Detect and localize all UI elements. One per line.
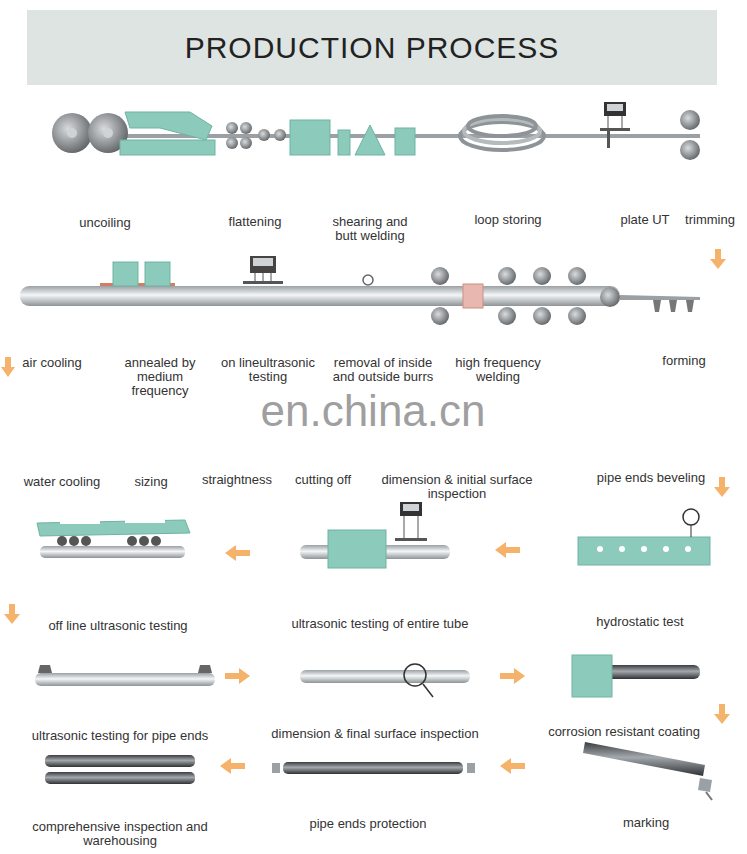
label-slot: annealed by medium frequency: [107, 356, 213, 398]
label-slot: straightness: [192, 473, 282, 487]
step-label: high frequency welding: [446, 356, 550, 384]
row-three-machines: [37, 502, 710, 568]
label-slot: plate UT: [613, 213, 677, 227]
label-slot: ultrasonic testing for pipe ends: [13, 729, 228, 743]
step-label: straightness: [192, 473, 282, 487]
label-slot: en.china.cn: [193, 386, 553, 436]
label-slot: forming: [644, 354, 724, 368]
step-label: uncoiling: [60, 216, 150, 230]
step-label: ultrasonic testing of entire tube: [270, 617, 490, 631]
step-label: comprehensive inspection and warehousing: [28, 820, 213, 848]
row-five-finishing: [45, 742, 712, 800]
step-label: on lineultrasonic testing: [214, 356, 322, 384]
label-slot: ultrasonic testing of entire tube: [270, 617, 490, 631]
step-label: shearing and butt welding: [320, 215, 420, 243]
step-label: cutting off: [283, 473, 363, 487]
label-slot: high frequency welding: [446, 356, 550, 384]
label-slot: shearing and butt welding: [320, 215, 420, 243]
page-title: PRODUCTION PROCESS: [185, 31, 560, 65]
step-label: forming: [644, 354, 724, 368]
row-two-line: [20, 256, 700, 325]
step-label: loop storing: [458, 213, 558, 227]
label-slot: on lineultrasonic testing: [214, 356, 322, 384]
row-four-tests: [35, 655, 700, 697]
step-label: pipe ends beveling: [591, 471, 711, 485]
step-label: marking: [606, 816, 686, 830]
label-slot: pipe ends protection: [288, 817, 448, 831]
watermark: en.china.cn: [193, 386, 553, 436]
label-slot: hydrostatic test: [585, 615, 695, 629]
step-label: water cooling: [17, 475, 107, 489]
label-slot: removal of inside and outside burrs: [324, 356, 442, 384]
step-label: dimension & initial surface inspection: [377, 473, 537, 501]
step-label: off line ultrasonic testing: [23, 619, 213, 633]
step-label: plate UT: [613, 213, 677, 227]
label-slot: off line ultrasonic testing: [23, 619, 213, 633]
step-label: hydrostatic test: [585, 615, 695, 629]
step-label: annealed by medium frequency: [107, 356, 213, 398]
label-slot: trimming: [679, 213, 741, 227]
label-slot: dimension & initial surface inspection: [377, 473, 537, 501]
step-label: air cooling: [16, 356, 88, 370]
step-label: corrosion resistant coating: [532, 725, 717, 739]
label-slot: air cooling: [16, 356, 88, 370]
step-label: dimension & final surface inspection: [255, 727, 495, 741]
step-label: removal of inside and outside burrs: [324, 356, 442, 384]
label-slot: cutting off: [283, 473, 363, 487]
label-slot: sizing: [121, 475, 181, 489]
step-label: trimming: [679, 213, 741, 227]
label-slot: comprehensive inspection and warehousing: [28, 820, 213, 848]
label-slot: marking: [606, 816, 686, 830]
title-band: [27, 10, 717, 85]
label-slot: dimension & final surface inspection: [255, 727, 495, 741]
step-label: ultrasonic testing for pipe ends: [13, 729, 228, 743]
step-label: pipe ends protection: [288, 817, 448, 831]
label-slot: corrosion resistant coating: [532, 725, 717, 739]
step-label: sizing: [121, 475, 181, 489]
label-slot: uncoiling: [60, 216, 150, 230]
step-label: flattening: [210, 215, 300, 229]
title-slot: PRODUCTION PROCESS: [27, 10, 717, 85]
label-slot: water cooling: [17, 475, 107, 489]
row-one-machines: [52, 102, 700, 160]
label-slot: pipe ends beveling: [591, 471, 711, 485]
label-slot: loop storing: [458, 213, 558, 227]
label-slot: flattening: [210, 215, 300, 229]
